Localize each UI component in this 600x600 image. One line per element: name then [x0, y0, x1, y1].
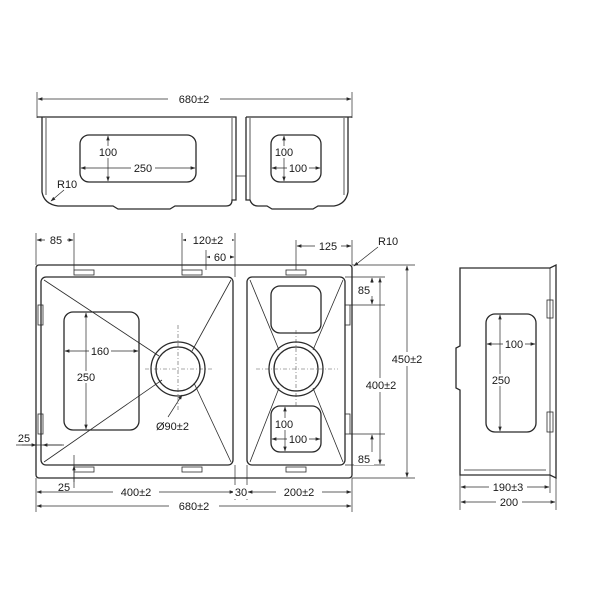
plan-clip-bottom-2 — [181, 466, 203, 473]
plan-clip-right-1 — [344, 304, 351, 326]
plan-clip-top-3 — [285, 269, 307, 276]
plan-small-bowl-width: 200±2 — [284, 487, 315, 499]
front-sink-profile-right — [245, 116, 352, 210]
side-view: 100 250 190±3 200 — [455, 263, 557, 510]
front-sink-profile — [37, 116, 237, 210]
side-opening-height: 250 — [492, 375, 510, 387]
plan-large-bowl-slope-3 — [43, 379, 163, 463]
front-small-opening-width: 100 — [289, 163, 307, 175]
plan-right-top-offset: 85 — [358, 285, 370, 297]
plan-small-bowl — [246, 276, 346, 466]
plan-right-clip-offset: 125 — [319, 241, 337, 253]
plan-overall-depth: 450±2 — [392, 354, 423, 366]
plan-large-bowl-width: 400±2 — [121, 487, 152, 499]
side-bowl-depth: 190±3 — [493, 482, 524, 494]
front-radius-label: R10 — [57, 179, 77, 191]
plan-small-bowl-slope-2 — [312, 279, 344, 351]
plan-clip-spacing: 120±2 — [193, 235, 224, 247]
plan-left-clip-offset: 85 — [50, 235, 62, 247]
plan-clip-right-2 — [344, 413, 351, 435]
plan-view: 160 250 Ø90±2 100 100 — [16, 233, 427, 513]
plan-right-opening-width: 100 — [289, 434, 307, 446]
side-opening — [485, 313, 537, 433]
plan-large-bowl-slope-2 — [191, 279, 232, 352]
side-opening-width: 100 — [505, 339, 523, 351]
side-clip-bottom — [546, 411, 554, 433]
front-large-opening — [79, 134, 197, 183]
plan-bowl-depth: 400±2 — [366, 380, 397, 392]
plan-small-bowl-slope-1 — [249, 279, 280, 351]
plan-clip-left-1 — [37, 304, 44, 326]
plan-small-bowl-slope-3 — [249, 387, 280, 463]
plan-right-opening-height: 100 — [275, 419, 293, 431]
front-small-opening-height: 100 — [275, 147, 293, 159]
plan-clip-top-2 — [181, 269, 203, 276]
plan-left-opening-height: 250 — [77, 372, 95, 384]
plan-large-bowl — [40, 276, 234, 466]
front-view: 680±2 100 250 100 100 R10 — [36, 92, 353, 210]
plan-left-drain-inner — [155, 346, 201, 392]
side-clip-top — [546, 299, 554, 319]
front-small-opening — [270, 134, 322, 183]
plan-drain-diameter-leader — [167, 394, 183, 418]
plan-left-edge-offset: 25 — [18, 433, 30, 445]
front-large-opening-height: 100 — [99, 147, 117, 159]
side-sink-profile — [455, 263, 557, 480]
plan-clip-top-1 — [73, 269, 95, 276]
side-overall-depth: 200 — [500, 497, 518, 509]
plan-clip-left-2 — [37, 413, 44, 435]
plan-right-drain-inner — [273, 346, 319, 392]
front-overall-width-label: 680±2 — [179, 94, 210, 106]
plan-drain-diameter: Ø90±2 — [156, 421, 189, 433]
plan-clip-bottom-3 — [285, 466, 307, 473]
plan-divider-width: 30 — [235, 487, 247, 499]
plan-left-opening — [63, 311, 140, 431]
plan-right-top-opening — [270, 285, 322, 334]
plan-right-bottom-offset: 85 — [358, 454, 370, 466]
plan-overall-width: 680±2 — [179, 501, 210, 513]
front-radius-leader — [50, 189, 65, 202]
plan-right-drain-outer — [268, 341, 324, 397]
plan-radius-leader — [353, 246, 379, 267]
plan-clip-to-divider: 60 — [214, 252, 226, 264]
plan-left-drain-outer — [150, 341, 206, 397]
plan-corner-radius: R10 — [378, 236, 398, 248]
front-large-opening-width: 250 — [134, 163, 152, 175]
plan-clip-bottom-1 — [73, 466, 95, 473]
plan-outer-flange — [35, 264, 353, 479]
plan-small-bowl-slope-4 — [312, 387, 344, 463]
plan-left-opening-width: 160 — [91, 346, 109, 358]
plan-large-bowl-slope-1 — [43, 279, 160, 357]
plan-large-bowl-slope-4 — [193, 382, 232, 463]
